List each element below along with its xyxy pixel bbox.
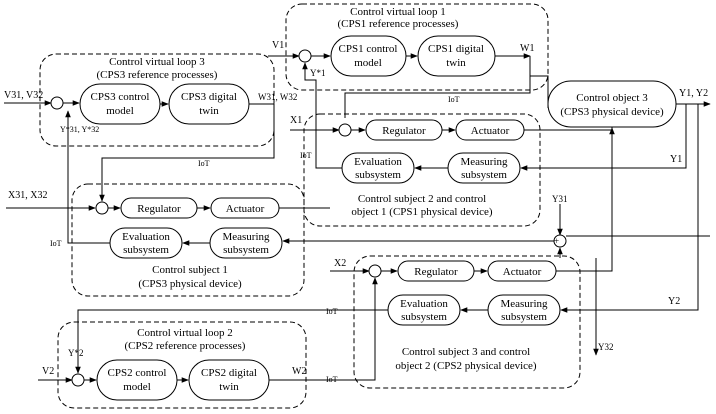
y1-label: Y1 [670,154,682,165]
virtual-loop-3: Control virtual loop 3 (CPS3 reference p… [4,53,297,147]
vl1-title: Control virtual loop 1 [350,6,446,18]
svg-text:subsystem: subsystem [355,169,401,181]
svg-text:Actuator: Actuator [226,203,265,215]
cs3-label: Control subject 3 and control [402,346,530,358]
vl3-control-model-block [79,83,161,125]
vl3-subtitle: (CPS3 reference processes) [97,69,218,81]
svg-text:subsystem: subsystem [401,311,447,323]
vl1-feedback-label: Y*1 [310,68,326,78]
cs2-summing-junction [338,123,352,137]
cs2-input-label: X1 [290,115,302,126]
vl3-digital-twin-block [168,83,250,125]
control-subject-1: X31, X32 Regulator Actuator Evaluation s… [6,183,305,297]
cs1-input-label: X31, X32 [8,190,47,201]
svg-text:twin: twin [219,381,239,393]
vl2-digital-twin-block [188,359,270,401]
svg-text:Regulator: Regulator [414,266,458,278]
cs1-label: Control subject 1 [152,264,228,276]
svg-text:Measuring: Measuring [500,298,548,310]
svg-text:Evaluation: Evaluation [354,156,402,168]
svg-text:Regulator: Regulator [382,125,426,137]
vl1-output-label: W1 [520,43,534,54]
vl3-title: Control virtual loop 3 [109,56,205,68]
iot-label-6: IoT [326,375,338,384]
cs2-label: Control subject 2 and control [358,193,486,205]
svg-text:CPS2 control: CPS2 control [108,367,167,379]
cs3-sublabel: object 2 (CPS2 physical device) [395,360,536,372]
vl1-summing-junction [298,49,312,63]
svg-text:+: + [554,236,559,246]
control-subject-3: X2 Regulator Actuator Evaluation subsyst… [330,145,613,389]
vl2-input-label: V2 [42,366,54,377]
svg-text:CPS1 digital: CPS1 digital [428,43,484,55]
y31-label: Y31 [552,194,568,204]
cs2-sublabel: object 1 (CPS1 physical device) [351,206,492,218]
svg-text:CPS2 digital: CPS2 digital [201,367,257,379]
y2-label: Y2 [668,296,680,307]
svg-text:model: model [354,57,382,69]
vl3-output-label: W31, W32 [258,92,297,102]
svg-text:subsystem: subsystem [123,244,169,256]
svg-text:Measuring: Measuring [460,156,508,168]
vl2-subtitle: (CPS2 reference processes) [125,340,246,352]
vl3-summing-junction [50,96,64,110]
vl1-digital-twin-block [417,35,496,77]
svg-text:Evaluation: Evaluation [122,231,170,243]
iot-label-5: IoT [326,307,338,316]
iot-label-4: IoT [50,239,62,248]
y32-label: Y32 [598,342,614,352]
svg-text:subsystem: subsystem [461,169,507,181]
svg-text:Actuator: Actuator [503,266,542,278]
object3-subtitle: (CPS3 physical device) [560,106,664,118]
svg-text:Actuator: Actuator [471,125,510,137]
control-subject-2: X1 Regulator Actuator Evaluation subsyst… [290,113,613,227]
svg-text:subsystem: subsystem [223,244,269,256]
virtual-loop-1: Control virtual loop 1 (CPS1 reference p… [268,3,549,91]
cs1-summing-junction [95,201,109,215]
cs3-input-label: X2 [334,258,346,269]
svg-text:Evaluation: Evaluation [400,298,448,310]
vl2-feedback-label: Y*2 [68,348,84,358]
iot-label-3: IoT [300,151,312,160]
cs1-sublabel: (CPS3 physical device) [138,278,242,290]
object3-title: Control object 3 [576,92,648,104]
cs3-summing-junction [368,264,382,278]
vl1-control-model-block [330,35,407,77]
svg-text:Measuring: Measuring [222,231,270,243]
iot-label-2: IoT [198,159,210,168]
svg-text:CPS3 digital: CPS3 digital [181,91,237,103]
svg-text:model: model [123,381,151,393]
svg-text:subsystem: subsystem [501,311,547,323]
vl2-control-model-block [96,359,178,401]
svg-text:model: model [106,105,134,117]
object3-output-label: Y1, Y2 [679,88,708,99]
svg-text:Regulator: Regulator [137,203,181,215]
virtual-loop-2: Control virtual loop 2 (CPS2 reference p… [38,321,307,409]
vl2-summing-junction [71,373,85,387]
vl3-input-label: V31, V32 [4,90,43,101]
svg-text:CPS1 control: CPS1 control [339,43,398,55]
vl1-input-label: V1 [272,40,284,51]
iot-label-1: IoT [448,95,460,104]
vl3-feedback-label: Y*31, Y*32 [60,125,99,134]
control-object-3: Control object 3 (CPS3 physical device) … [547,80,711,128]
svg-text:CPS3 control: CPS3 control [91,91,150,103]
svg-text:twin: twin [199,105,219,117]
vl2-title: Control virtual loop 2 [137,327,233,339]
vl1-subtitle: (CPS1 reference processes) [338,18,459,30]
vl2-output-label: W2 [292,366,306,377]
svg-text:twin: twin [446,57,466,69]
